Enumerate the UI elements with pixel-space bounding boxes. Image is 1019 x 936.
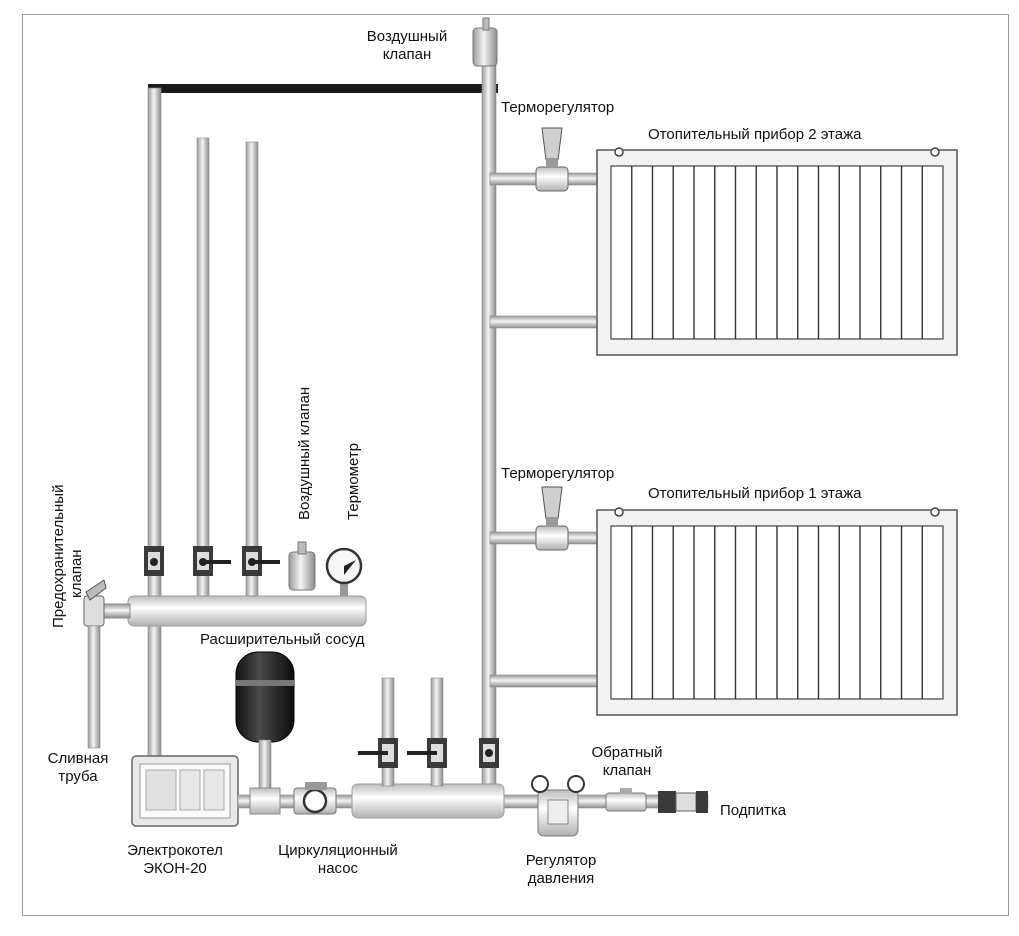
thermoregulator-1 bbox=[535, 486, 569, 551]
ball-valve-3 bbox=[242, 546, 280, 576]
label-safety-valve: Предохранительный клапан bbox=[50, 484, 85, 628]
label-pump: Циркуляционный насос bbox=[278, 842, 398, 877]
expansion-manifold bbox=[127, 595, 367, 627]
return-branch-2 bbox=[430, 677, 444, 787]
safety-tee bbox=[103, 603, 131, 619]
air-valve-top bbox=[472, 17, 498, 67]
label-thermometer: Термометр bbox=[345, 442, 362, 520]
expansion-vessel bbox=[235, 651, 295, 789]
label-thermoregulator-2: Терморегулятор bbox=[501, 99, 615, 116]
label-air-valve-top: Воздушный клапан bbox=[366, 28, 448, 63]
radiator-1-plug-right bbox=[930, 507, 940, 517]
radiator2-return bbox=[489, 315, 599, 329]
air-valve-manifold bbox=[288, 541, 316, 591]
manifold-branch-2 bbox=[245, 141, 259, 609]
drain-pipe bbox=[87, 625, 101, 749]
label-pressure-regulator: Регулятор давления bbox=[525, 852, 597, 887]
thermometer-dial bbox=[325, 547, 363, 600]
label-makeup: Подпитка bbox=[720, 802, 787, 819]
top-supply-main bbox=[148, 84, 498, 93]
label-expansion-vessel: Расширительный сосуд bbox=[200, 631, 365, 648]
label-radiator-2: Отопительный прибор 2 этажа bbox=[648, 126, 862, 143]
safety-valve bbox=[83, 579, 107, 627]
check-valve bbox=[605, 788, 647, 812]
thermoregulator-2 bbox=[535, 127, 569, 192]
return-branch-1 bbox=[381, 677, 395, 787]
label-check-valve: Обратный клапан bbox=[591, 744, 663, 779]
ball-valve-2 bbox=[193, 546, 231, 576]
label-radiator-1: Отопительный прибор 1 этажа bbox=[648, 485, 862, 502]
pressure-regulator bbox=[531, 775, 585, 837]
radiator-1-plug-left bbox=[614, 507, 624, 517]
electric-boiler bbox=[131, 755, 239, 827]
return-manifold bbox=[351, 783, 505, 819]
label-drain-pipe: Сливная труба bbox=[47, 750, 109, 785]
radiator-floor-1 bbox=[596, 507, 958, 716]
radiator-2-plug-right bbox=[930, 147, 940, 157]
manifold-branch-1 bbox=[196, 137, 210, 609]
radiator-floor-2 bbox=[596, 147, 958, 356]
return-valve-1 bbox=[358, 738, 398, 768]
radiator-2-plug-left bbox=[614, 147, 624, 157]
radiator1-return bbox=[489, 674, 599, 688]
vessel-tee bbox=[249, 787, 281, 815]
circulation-pump bbox=[293, 782, 337, 815]
boiler-riser bbox=[147, 87, 162, 767]
return-valve-2 bbox=[407, 738, 447, 768]
label-air-valve-manifold: Воздушный клапан bbox=[296, 386, 313, 520]
return-valve-3 bbox=[479, 738, 499, 768]
label-thermoregulator-1: Терморегулятор bbox=[501, 465, 615, 482]
ball-valve-1 bbox=[144, 546, 164, 576]
makeup-valve bbox=[658, 791, 708, 813]
label-boiler: Электрокотел ЭКОН-20 bbox=[127, 842, 223, 877]
